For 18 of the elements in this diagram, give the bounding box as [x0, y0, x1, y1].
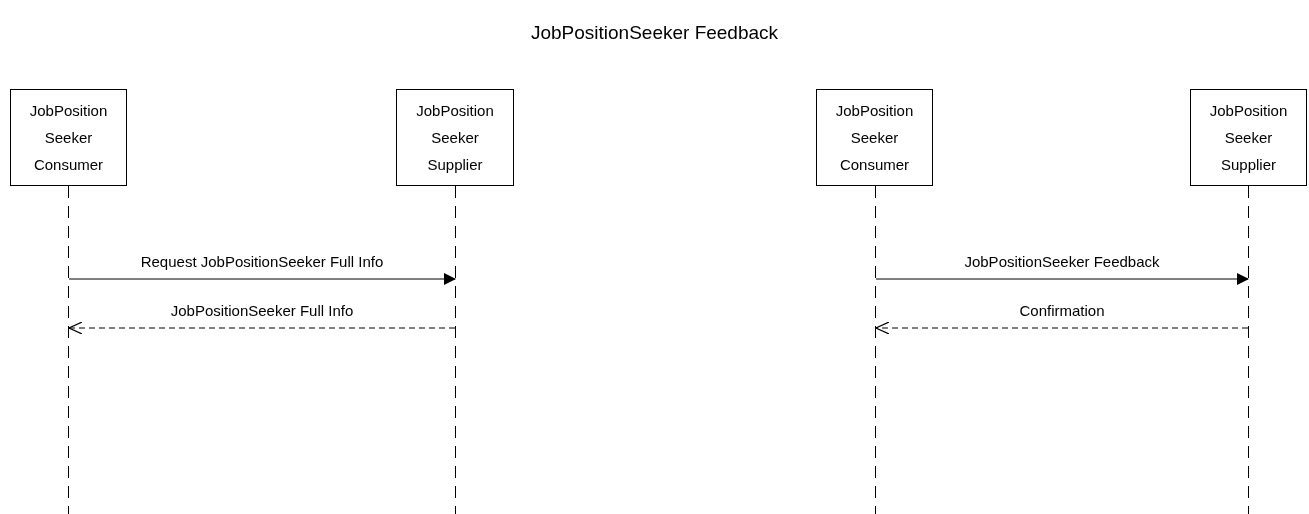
participant-name: JobPosition Seeker Consumer	[28, 101, 109, 175]
return-message-arrow	[68, 321, 456, 335]
participant-box	[816, 89, 933, 186]
lifeline	[68, 186, 69, 514]
message-label: JobPositionSeeker Feedback	[961, 253, 1163, 270]
participant-name: JobPosition Seeker Supplier	[1208, 101, 1289, 175]
return-message-arrow	[875, 321, 1249, 335]
participant-name: JobPosition Seeker Supplier	[415, 101, 495, 175]
participant-box	[1190, 89, 1307, 186]
lifeline	[875, 186, 876, 514]
lifeline	[455, 186, 456, 514]
lifeline	[1248, 186, 1249, 514]
message-arrow	[68, 273, 456, 285]
participant-name: JobPosition Seeker Consumer	[834, 101, 915, 175]
participant-box	[396, 89, 514, 186]
diagram-title: JobPositionSeeker Feedback	[529, 22, 780, 44]
participant-box	[10, 89, 127, 186]
message-arrow	[875, 273, 1249, 285]
